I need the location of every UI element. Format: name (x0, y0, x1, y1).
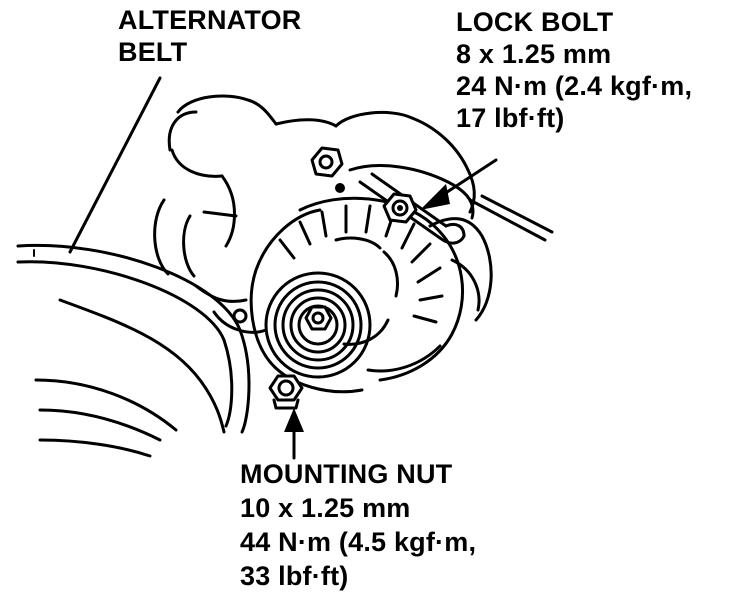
lock-bolt-torque: 24 N·m (2.4 kgf·m, (456, 71, 693, 101)
lock-bolt (382, 192, 418, 224)
mounting-nut-label: MOUNTING NUT 10 x 1.25 mm 44 N·m (4.5 kg… (240, 457, 476, 593)
upper-bolt (310, 146, 344, 178)
mounting-nut-arrow (284, 408, 304, 460)
mounting-nut-size: 10 x 1.25 mm (240, 493, 411, 523)
belt-label-line1: ALTERNATOR (118, 5, 302, 35)
alternator-belt-label: ALTERNATOR BELT (118, 4, 302, 68)
mounting-nut (268, 374, 304, 410)
alternator-belt (16, 243, 251, 458)
lock-bolt-torque-imperial: 17 lbf·ft) (456, 103, 565, 133)
belt-leader-line (68, 76, 162, 254)
mounting-nut-torque: 44 N·m (4.5 kgf·m, (240, 527, 477, 557)
pulley (264, 271, 372, 379)
lock-bolt-title: LOCK BOLT (456, 7, 614, 37)
lock-bolt-label: LOCK BOLT 8 x 1.25 mm 24 N·m (2.4 kgf·m,… (456, 6, 692, 134)
belt-label-line2: BELT (118, 37, 188, 67)
lock-bolt-arrow (420, 158, 498, 210)
lock-bolt-size: 8 x 1.25 mm (456, 39, 612, 69)
mounting-nut-title: MOUNTING NUT (240, 459, 453, 489)
mounting-nut-torque-imperial: 33 lbf·ft) (240, 561, 349, 591)
alternator-housing (249, 196, 493, 394)
